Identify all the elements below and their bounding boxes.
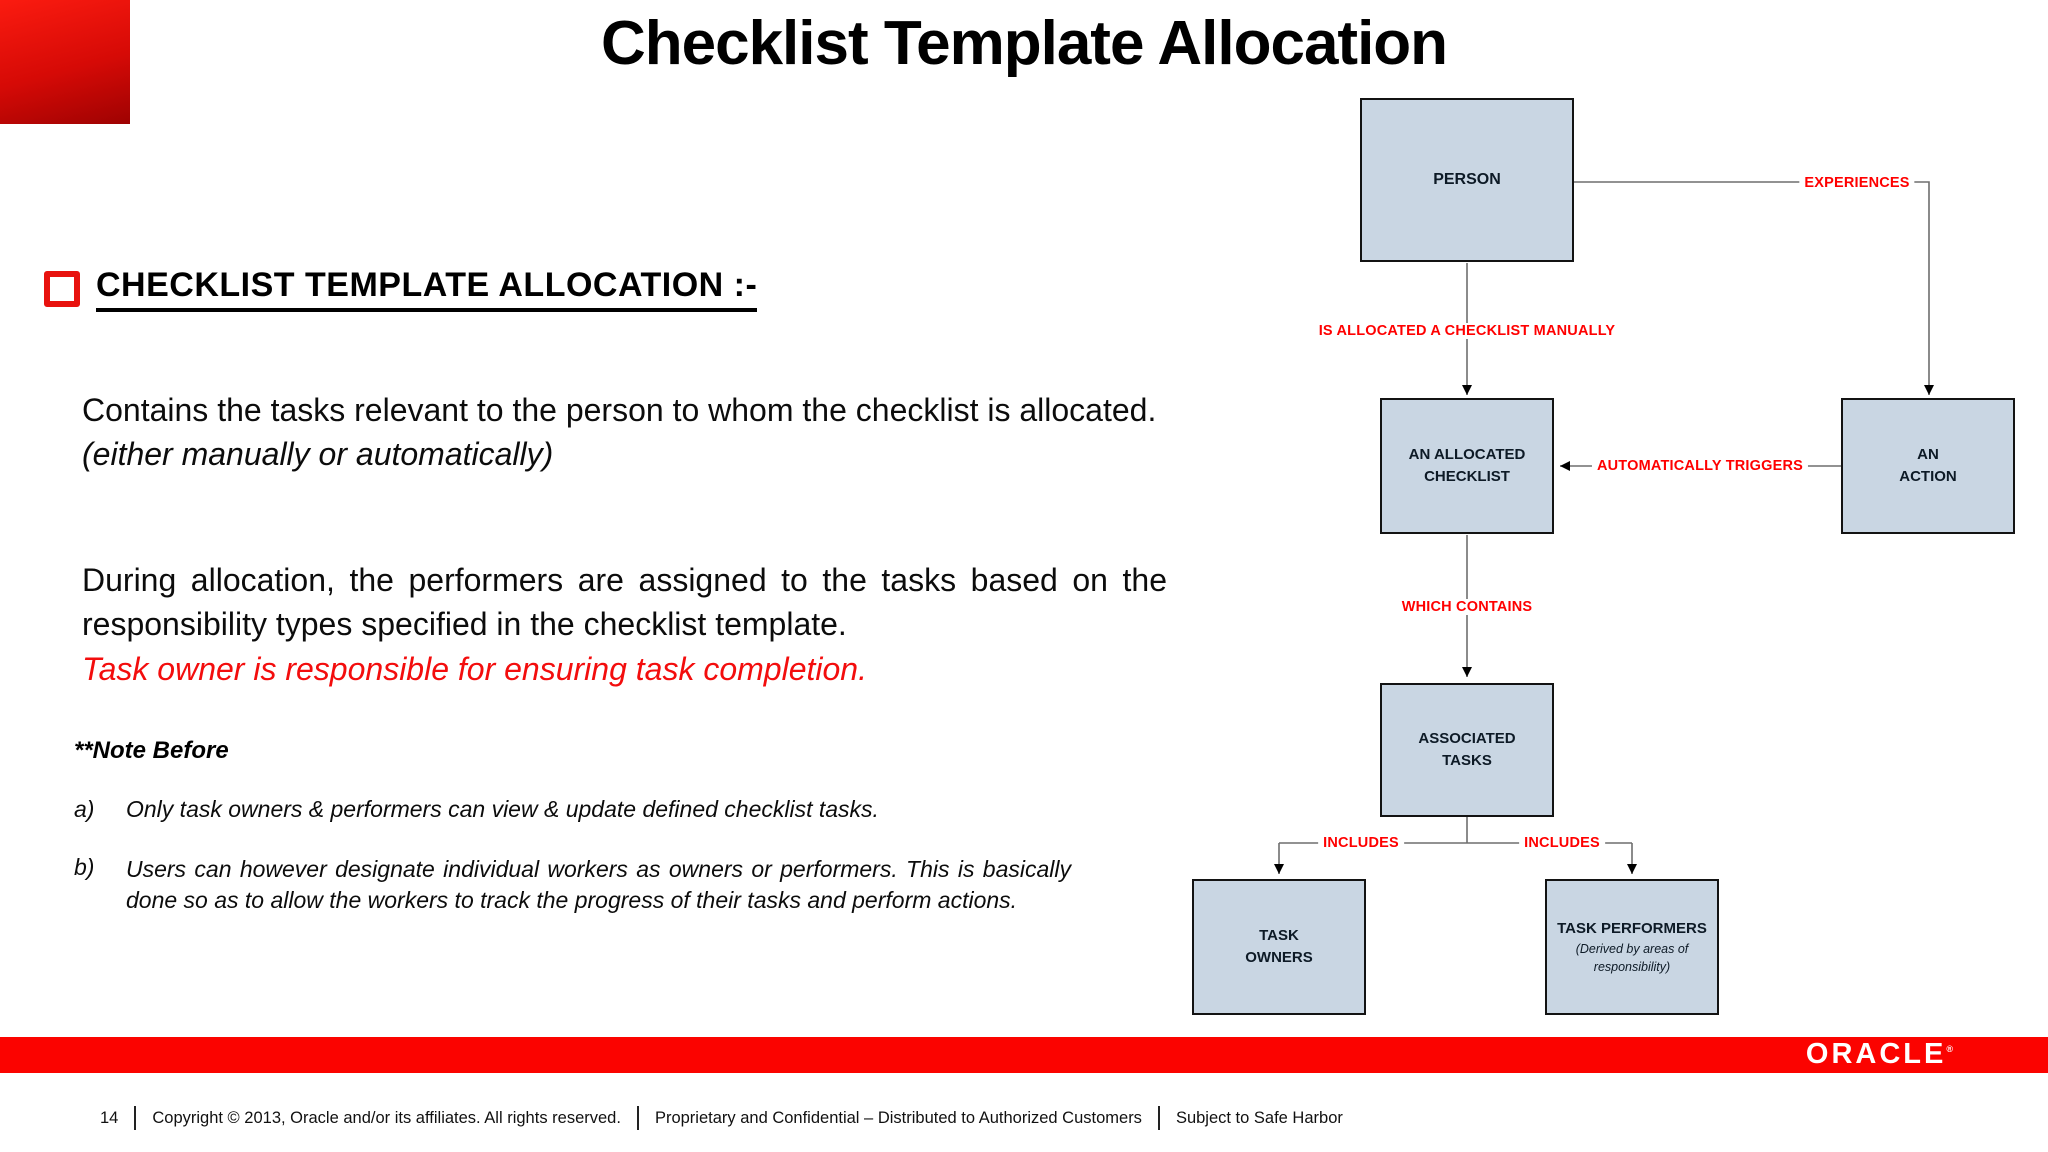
diagram-box-task-performers: TASK PERFORMERS (Derived by areas of res… [1545,879,1719,1015]
page-number: 14 [100,1108,119,1127]
edge-label-is-allocated: IS ALLOCATED A CHECKLIST MANUALLY [1313,323,1621,339]
note-heading: **Note Before [74,737,229,764]
task-performers-sublabel: (Derived by areas of responsibility) [1575,942,1689,974]
footer-safe-harbor: Subject to Safe Harbor [1175,1108,1343,1127]
edge-label-includes-left: INCLUDES [1318,835,1404,851]
oracle-logo-text: ORACLE [1805,1037,1947,1070]
paragraph-2: During allocation, the performers are as… [82,562,1167,642]
footer-divider [134,1106,137,1130]
diagram-box-action: AN ACTION [1841,398,2015,534]
diagram-box-associated-tasks: ASSOCIATED TASKS [1380,683,1554,817]
note-item-b: b) Users can however designate individua… [74,854,1071,916]
paragraph-1: Contains the tasks relevant to the perso… [82,388,1167,476]
footer-divider [1157,1106,1160,1130]
note-item-b-marker: b) [74,854,95,880]
checkbox-bullet-icon [44,271,80,307]
note-item-b-text: Users can however designate individual w… [126,856,1071,913]
paragraph-1-text: Contains the tasks relevant to the perso… [82,392,1157,428]
red-corner-logo [0,0,130,124]
oracle-registered-mark: ® [1946,1044,1953,1055]
section-heading: CHECKLIST TEMPLATE ALLOCATION :- [44,266,758,312]
diagram-box-task-owners: TASK OWNERS [1192,879,1366,1015]
edge-label-which-contains: WHICH CONTAINS [1396,599,1538,615]
edge-label-includes-right: INCLUDES [1519,835,1605,851]
edge-label-experiences: EXPERIENCES [1799,175,1915,191]
oracle-logo: ORACLE® [1806,1038,1953,1071]
diagram-box-allocated-checklist: AN ALLOCATED CHECKLIST [1380,398,1554,534]
paragraph-2-highlight: Task owner is responsible for ensuring t… [82,651,867,687]
footer-copyright: Copyright © 2013, Oracle and/or its affi… [152,1108,621,1127]
footer-confidential: Proprietary and Confidential – Distribut… [654,1108,1142,1127]
footer: 14 Copyright © 2013, Oracle and/or its a… [100,1106,1343,1130]
footer-divider [636,1106,639,1130]
slide-title: Checklist Template Allocation [600,9,1448,78]
footer-red-bar: ORACLE® [0,1037,2048,1073]
note-item-a: a) Only task owners & performers can vie… [74,796,1026,823]
note-item-a-marker: a) [74,796,95,822]
diagram-box-person: PERSON [1360,98,1574,262]
note-item-a-text: Only task owners & performers can view &… [126,796,879,822]
paragraph-1-italic: (either manually or automatically) [82,436,554,472]
section-heading-text: CHECKLIST TEMPLATE ALLOCATION :- [96,266,758,312]
edge-label-automatically-triggers: AUTOMATICALLY TRIGGERS [1591,458,1809,474]
task-performers-label: TASK PERFORMERS [1557,919,1707,937]
